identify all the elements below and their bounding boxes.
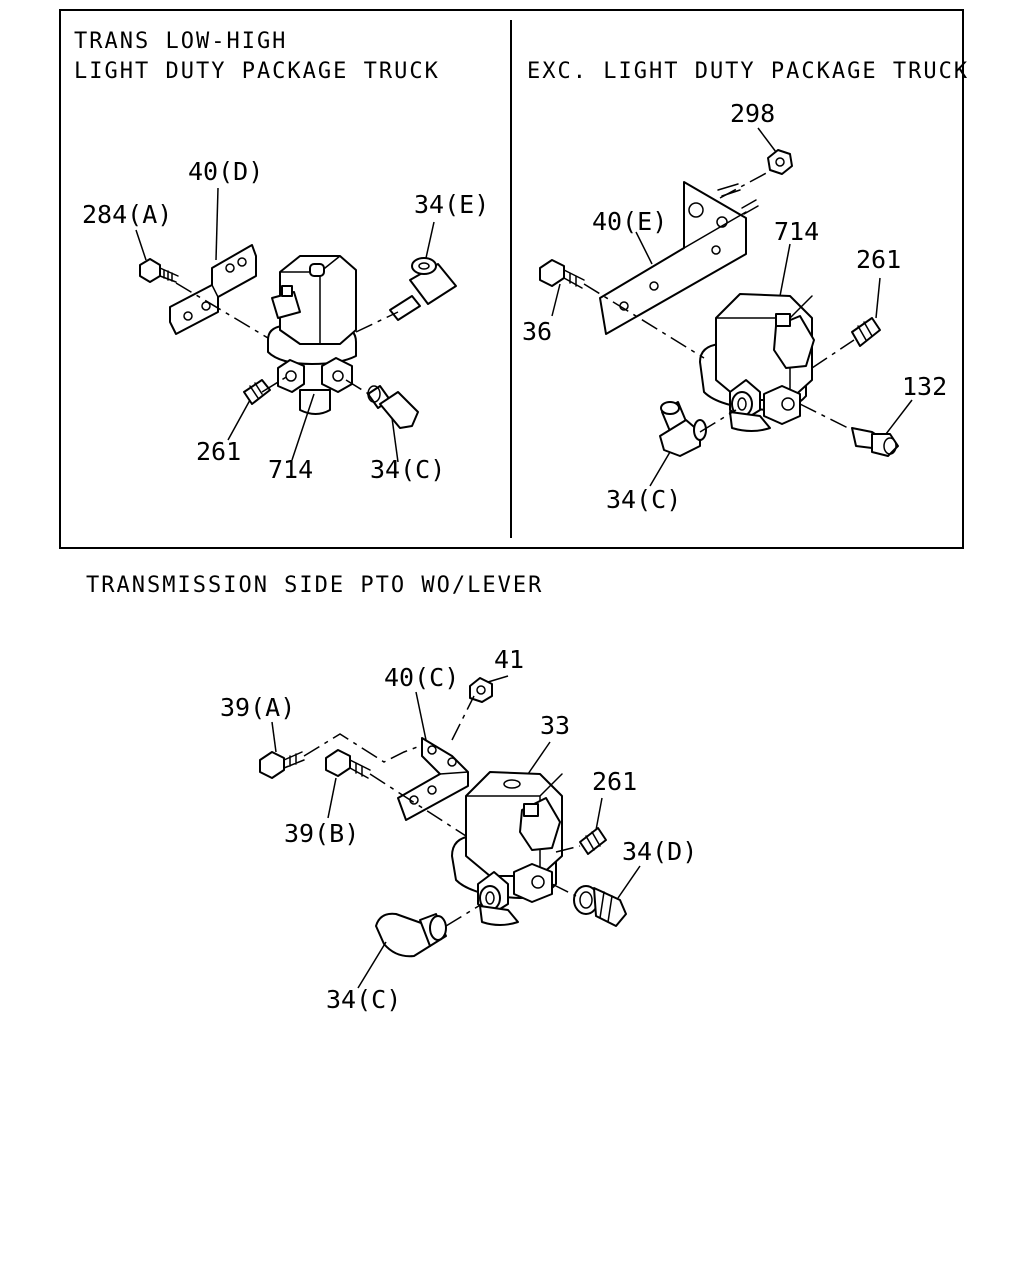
left-label-valve: 714 [268,455,313,484]
left-label-fitting-c: 34(C) [370,455,445,484]
right-bracket [599,181,759,335]
right-label-bracket: 40(E) [592,207,667,236]
left-label-plug: 261 [196,437,241,466]
left-label-fitting-e: 34(E) [414,190,489,219]
bottom-bolt-a [259,751,305,779]
bottom-bracket [397,737,469,821]
bottom-fitting-c [375,912,447,958]
bottom-nut [469,677,493,703]
bottom-label-nut: 41 [494,645,524,674]
right-valve [699,293,815,432]
bottom-section-title: TRANSMISSION SIDE PTO WO/LEVER [86,573,543,598]
bottom-bolt-b [325,749,371,779]
right-label-fitting-c: 34(C) [606,485,681,514]
left-panel-title-line1: TRANS LOW-HIGH [74,29,287,54]
left-plug [243,379,271,405]
left-fitting-c [367,385,419,429]
bottom-label-bolt-a: 39(A) [220,693,295,722]
right-label-plug: 261 [856,245,901,274]
bottom-assembly [259,675,641,989]
right-fitting-c [659,401,707,457]
bottom-label-bolt-b: 39(B) [284,819,359,848]
left-bracket [169,244,257,335]
bottom-fitting-d [573,885,627,927]
left-label-bracket: 40(D) [188,157,263,186]
right-plug [851,317,881,347]
bottom-label-fitting-d: 34(D) [622,837,697,866]
bottom-label-fitting-c: 34(C) [326,985,401,1014]
top-frame [59,9,964,549]
left-bolt [139,258,179,283]
bottom-label-bracket: 40(C) [384,663,459,692]
right-bolt [539,259,585,289]
left-valve [267,255,357,415]
right-label-connector: 132 [902,372,947,401]
left-assembly [135,187,457,463]
right-label-nut: 298 [730,99,775,128]
bottom-valve [451,771,563,926]
right-label-bolt: 36 [522,317,552,346]
right-nut [767,149,793,175]
bottom-label-valve: 33 [540,711,570,740]
bottom-plug [579,827,607,855]
bottom-label-plug: 261 [592,767,637,796]
right-panel-title: EXC. LIGHT DUTY PACKAGE TRUCK [527,59,969,84]
right-connector [851,427,899,457]
left-label-bolt: 284(A) [82,200,172,229]
right-label-valve: 714 [774,217,819,246]
left-fitting-e [389,257,457,321]
right-assembly [539,127,913,487]
left-panel-title-line2: LIGHT DUTY PACKAGE TRUCK [74,59,440,84]
